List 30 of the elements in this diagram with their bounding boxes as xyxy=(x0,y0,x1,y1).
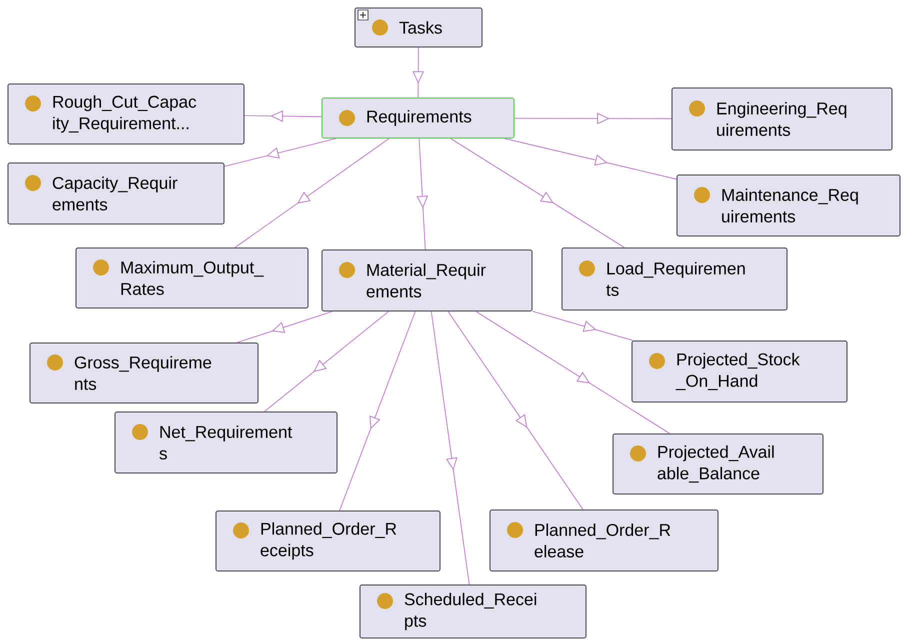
class-box: Scheduled_Recei pts xyxy=(360,584,586,638)
class-box: Material_Requir ements xyxy=(322,250,532,312)
class-box: Projected_Avail able_Balance xyxy=(612,434,824,494)
arrow xyxy=(450,138,625,248)
class-box: Rough_Cut_Capac ity_Requirement... xyxy=(8,84,244,144)
class-box: Planned_Order_R eceipts xyxy=(216,510,440,572)
class-box: Engineering_Req uirements xyxy=(672,88,892,150)
arrow xyxy=(514,112,672,124)
arrow xyxy=(412,47,424,98)
class-box: Capacity_Requir ements xyxy=(8,162,224,224)
arrow xyxy=(476,311,670,434)
arrow xyxy=(532,310,634,341)
arrow xyxy=(416,138,428,250)
arrow xyxy=(339,311,416,511)
class-box: Maintenance_Req uirements xyxy=(676,174,900,236)
arrow xyxy=(234,138,390,248)
arrow xyxy=(236,311,333,343)
arrow xyxy=(448,311,584,510)
arrow xyxy=(430,311,470,585)
class-box: Gross_Requireme nts xyxy=(30,342,258,404)
arrow xyxy=(224,138,336,167)
class-box: Planned_Order_R elease xyxy=(490,510,718,572)
arrow xyxy=(264,311,389,412)
class-box: Load_Requiremen ts xyxy=(562,248,788,310)
class-box: Net_Requirement s xyxy=(114,412,338,474)
class-box: Projected_Stock _On_Hand xyxy=(632,340,848,402)
class-box: Requirements xyxy=(322,98,514,138)
class-box: Maximum_Output_ Rates xyxy=(76,248,308,308)
class-box: Tasks xyxy=(354,8,482,48)
arrow xyxy=(504,138,677,180)
